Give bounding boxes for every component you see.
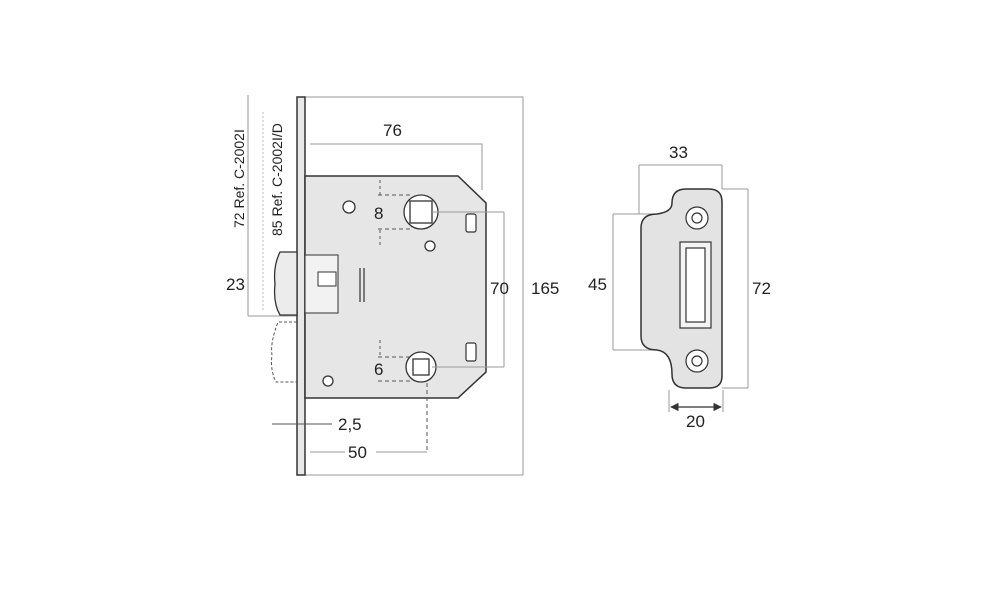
strike-screw-hole-top-inner [691, 212, 703, 224]
screw-hole-mid [424, 240, 436, 252]
ref-72-label: 72 Ref. C-2002I [231, 129, 247, 228]
ref-85-label: 85 Ref. C-2002I/D [269, 123, 285, 236]
width-76-label: 76 [383, 121, 402, 140]
strike-depth-20-label: 20 [686, 412, 705, 431]
faceplate [296, 96, 306, 476]
spindle-square-top [409, 200, 433, 224]
hole-spacing-70-label: 70 [490, 279, 509, 298]
strike-inner-45-label: 45 [588, 275, 607, 294]
faceplate-2-5-label: 2,5 [338, 415, 362, 434]
screw-hole-bottom [322, 375, 334, 387]
small-hole-8-label: 8 [374, 204, 383, 223]
width-76-dimension-line [310, 143, 483, 190]
slot-top [465, 213, 477, 233]
lock-case [304, 175, 487, 399]
height-165-frame [303, 96, 524, 476]
lower-hole-6-label: 6 [374, 360, 383, 379]
latch-bolt [273, 251, 298, 316]
backset-50-label: 50 [348, 443, 367, 462]
spindle-square-bottom [412, 358, 430, 376]
latch-bolt-dashed [271, 321, 297, 383]
latch-spring [317, 271, 337, 287]
latch-23-label: 23 [226, 275, 245, 294]
mortise-lock-drawing: 72 Ref. C-2002I 85 Ref. C-2002I/D 76 8 7… [226, 95, 559, 476]
strike-latch-opening-inner [685, 247, 706, 323]
strike-screw-hole-bottom-inner [691, 355, 703, 367]
total-height-165-label: 165 [531, 279, 559, 298]
strike-plate-drawing: 33 45 72 20 [588, 143, 771, 431]
strike-width-33-label: 33 [669, 143, 688, 162]
screw-hole-top [342, 200, 356, 214]
strike-height-72-label: 72 [752, 279, 771, 298]
slot-bottom [465, 342, 477, 362]
